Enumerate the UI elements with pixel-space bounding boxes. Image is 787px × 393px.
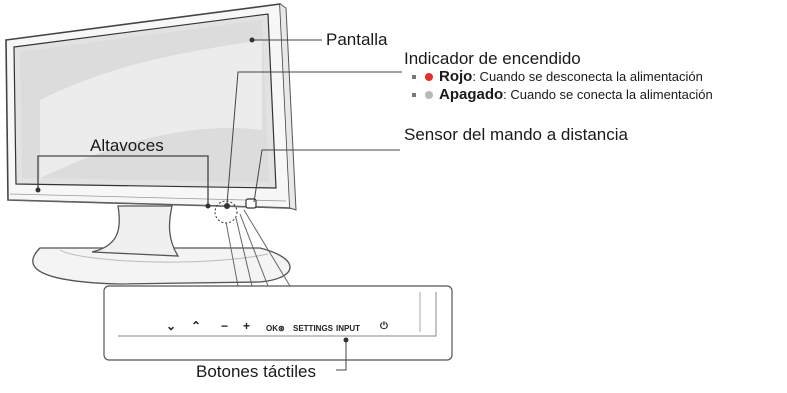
power-states-list: Rojo : Cuando se desconecta la alimentac… [408,68,713,104]
settings-button[interactable]: SETTINGS [293,324,334,333]
touch-buttons-label: Botones táctiles [196,362,317,381]
screen-reflection [40,40,262,178]
chevron-up-icon[interactable]: ⌃ [191,319,202,333]
power-state-name: Rojo [439,68,473,85]
power-indicator-label: Indicador de encendido [404,49,581,68]
input-button[interactable]: INPUT [336,324,360,333]
speaker-bracket [37,155,209,206]
power-state-off: Apagado : Cuando se conecta la alimentac… [408,86,713,104]
stand-base [32,247,291,285]
power-state-desc: : Cuando se desconecta la alimentación [472,69,703,84]
remote-sensor-label: Sensor del mando a distancia [404,125,628,144]
chevron-down-icon[interactable]: ⌄ [166,319,177,333]
speakers-label: Altavoces [90,136,164,155]
power-state-red: Rojo : Cuando se desconecta la alimentac… [408,68,713,86]
power-state-name: Apagado [439,86,504,103]
touch-buttons-callout [103,285,453,361]
minus-icon[interactable]: − [221,319,229,333]
power-icon[interactable]: ⏻ [380,321,388,332]
red-dot-icon [425,73,433,81]
remote-sensor [245,198,257,209]
grey-dot-icon [425,91,433,99]
stand-base-edge [59,249,269,263]
stand-neck [91,205,180,257]
power-led [224,203,230,209]
ok-button[interactable]: OK⊛ [266,324,285,333]
screen-label: Pantalla [326,30,388,49]
plus-icon[interactable]: + [243,319,251,333]
power-state-desc: : Cuando se conecta la alimentación [503,87,713,102]
